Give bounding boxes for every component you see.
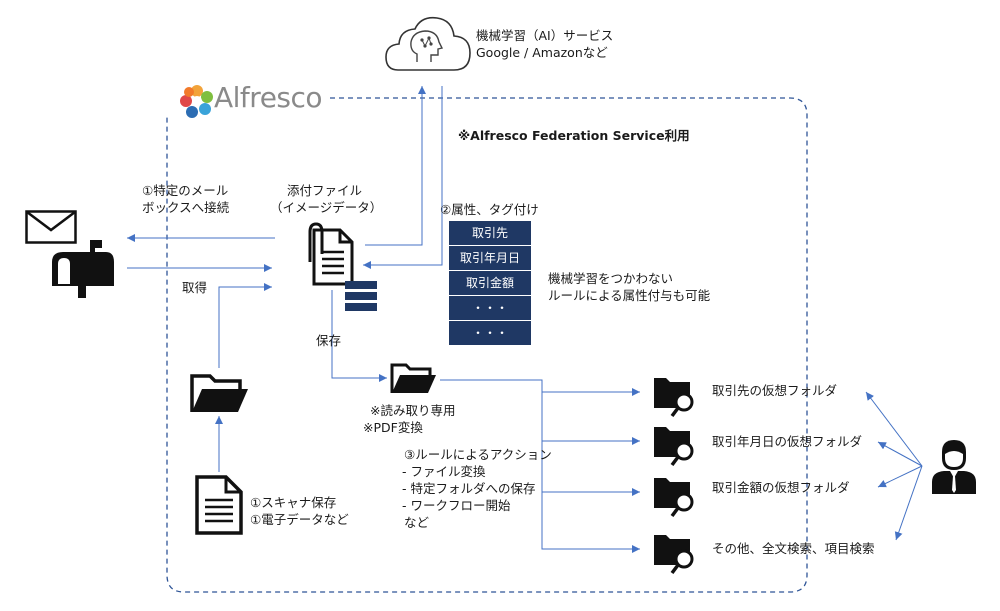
attribute-more-2: ・・・ — [449, 321, 531, 345]
virtual-folder-search-icon-1 — [654, 378, 694, 418]
rules-line1: ③ルールによるアクション — [404, 447, 552, 462]
attached-document-icon — [308, 222, 354, 286]
rules-line2: - ファイル変換 — [398, 464, 486, 479]
rules-line4: - ワークフロー開始 — [398, 498, 511, 513]
attachment-line1: 添付ファイル — [287, 183, 363, 198]
scanned-document-icon — [195, 475, 243, 535]
mailbox-icon — [52, 240, 114, 298]
cloud-ai-icon — [385, 16, 471, 71]
ai-service-examples: Google / Amazonなど — [476, 45, 608, 60]
arrow-from-ai — [363, 86, 443, 269]
readonly-folder-icon — [390, 363, 436, 393]
mail-connect-line1: ①特定のメール — [142, 183, 229, 198]
arrow-user-vf-4 — [894, 465, 923, 541]
virtual-folder-label-date: 取引年月日の仮想フォルダ — [712, 434, 863, 449]
attachment-line2: （イメージデータ） — [270, 200, 383, 215]
no-ml-note-line2: ルールによる属性付与も可能 — [548, 288, 711, 303]
arrow-save — [331, 290, 387, 382]
alfresco-logo-text: Alfresco — [214, 81, 323, 114]
virtual-folder-search-icon-2 — [654, 427, 694, 467]
scanner-line2: ①電子データなど — [250, 512, 349, 527]
user-icon — [932, 440, 976, 494]
alfresco-boundary — [166, 97, 808, 593]
arrow-vf-3 — [541, 441, 640, 496]
virtual-folder-label-search: その他、全文検索、項目検索 — [712, 541, 875, 556]
scan-folder-icon — [190, 374, 248, 412]
attribute-amount: 取引金額 — [449, 271, 531, 295]
metadata-stack-icon — [345, 281, 377, 311]
arrow-user-vf-1 — [865, 391, 923, 467]
rules-line3: - 特定フォルダへの保存 — [398, 481, 536, 496]
no-ml-note-line1: 機械学習をつかわない — [548, 271, 674, 286]
arrow-to-ai — [365, 86, 426, 246]
scanner-line1: ①スキャナ保存 — [250, 495, 337, 510]
arrow-vf-2 — [541, 392, 640, 445]
mail-connect-line2: ボックスへ接続 — [142, 200, 230, 215]
readonly-line2: ※PDF変換 — [363, 420, 423, 435]
arrow-scan-folder-to-attachment — [218, 283, 272, 368]
rules-line5: など — [404, 515, 430, 530]
attribute-supplier: 取引先 — [449, 221, 531, 245]
arrow-vf-4 — [541, 492, 640, 553]
attribute-date: 取引年月日 — [449, 246, 531, 270]
attribute-more-1: ・・・ — [449, 296, 531, 320]
federation-note: ※Alfresco Federation Service利用 — [458, 128, 690, 143]
arrow-vf-1 — [440, 379, 640, 396]
arrow-user-vf-3 — [877, 465, 923, 488]
virtual-folder-search-icon-4 — [654, 535, 694, 575]
virtual-folder-search-icon-3 — [654, 478, 694, 518]
mail-acquire-label: 取得 — [182, 280, 208, 295]
ai-service-title: 機械学習（AI）サービス — [476, 28, 614, 43]
readonly-line1: ※読み取り専用 — [370, 403, 456, 418]
envelope-icon — [25, 210, 77, 244]
tagging-label: ②属性、タグ付け — [440, 202, 539, 217]
arrow-user-vf-2 — [877, 441, 923, 467]
save-label: 保存 — [316, 333, 342, 348]
alfresco-flower-icon — [180, 85, 213, 118]
virtual-folder-label-amount: 取引金額の仮想フォルダ — [712, 480, 850, 495]
virtual-folder-label-supplier: 取引先の仮想フォルダ — [712, 383, 838, 398]
